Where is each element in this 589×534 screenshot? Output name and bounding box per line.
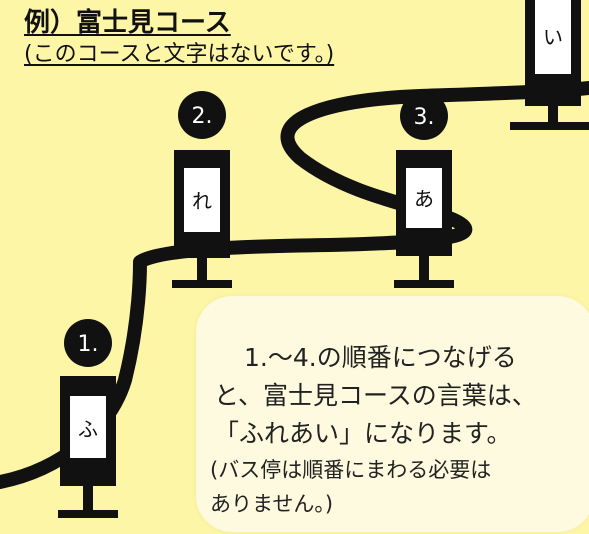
bus-stop-4: い bbox=[510, 0, 589, 130]
callout-line-2: と、富士見コースの言葉は、 bbox=[214, 381, 537, 410]
stop-number-1: 1. bbox=[78, 332, 99, 357]
bus-stop-1: 1. ふ bbox=[58, 319, 118, 518]
stop-char-2: れ bbox=[192, 189, 212, 213]
example-heading: 例）富士見コース (このコースと文字はないです。) bbox=[24, 6, 334, 70]
bus-stop-3: 3. あ bbox=[394, 92, 454, 288]
bus-stop-2: 2. れ bbox=[172, 91, 232, 288]
course-subtitle: (このコースと文字はないです。) bbox=[24, 42, 335, 67]
explanation-callout: 1.〜4.の順番につなげる と、富士見コースの言葉は、 「ふれあい」になります。… bbox=[196, 296, 589, 532]
course-title: 例）富士見コース bbox=[24, 8, 231, 38]
stop-char-1: ふ bbox=[78, 417, 98, 441]
stop-number-3: 3. bbox=[414, 105, 435, 130]
callout-line-5: ありません。) bbox=[210, 492, 334, 516]
callout-line-1: 1.〜4.の順番につなげる bbox=[244, 343, 517, 372]
stop-number-2: 2. bbox=[192, 104, 213, 129]
stop-char-3: あ bbox=[414, 187, 434, 211]
stop-char-4: い bbox=[543, 25, 563, 49]
callout-line-3: 「ふれあい」になります。 bbox=[214, 419, 512, 448]
callout-line-4: (バス停は順番にまわる必要は bbox=[210, 458, 492, 482]
